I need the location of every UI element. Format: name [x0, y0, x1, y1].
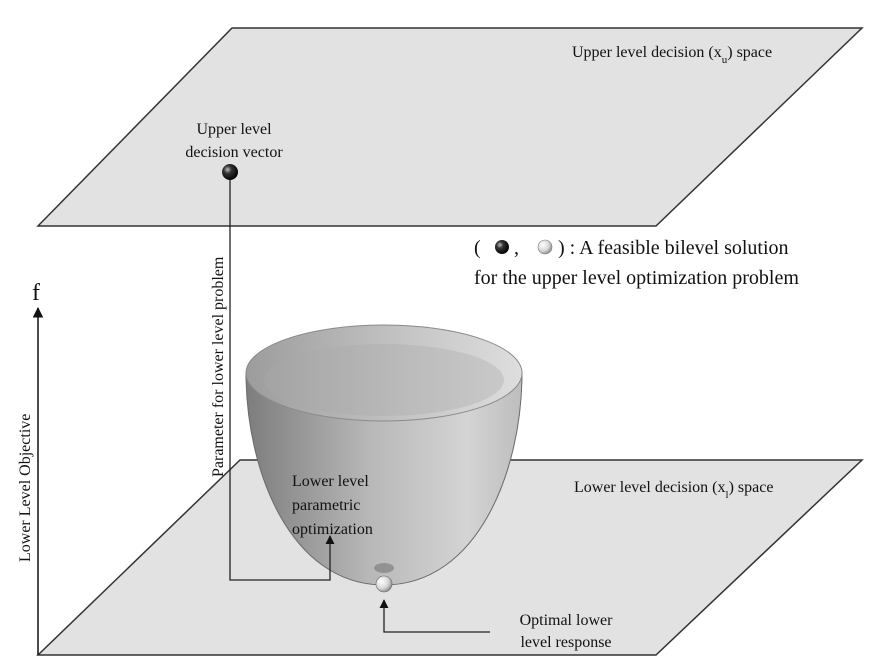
response-label-line1: Optimal lower	[520, 612, 614, 629]
response-label-line2: level response	[520, 634, 611, 651]
legend-line2: for the upper level optimization problem	[474, 267, 799, 289]
legend-dark-sphere-icon	[495, 240, 509, 254]
legend-comma: ,	[514, 237, 519, 259]
upper-vector-label-line2: decision vector	[185, 144, 283, 161]
upper-plane-title: Upper level decision (xu) space	[572, 44, 772, 66]
dark-sphere-icon	[222, 164, 238, 180]
bowl-label-line2: parametric	[292, 497, 360, 514]
legend-light-sphere-icon	[537, 239, 553, 255]
lower-level-bowl	[245, 324, 523, 586]
bowl-label-line1: Lower level	[292, 473, 369, 490]
lower-plane-title: Lower level decision (xl) space	[574, 479, 773, 501]
response-connector	[379, 599, 490, 633]
upper-vector-label-line1: Upper level	[196, 121, 272, 138]
legend-line1: ) : A feasible bilevel solution	[558, 237, 789, 259]
legend: ( , ) : A feasible bilevel solution for …	[474, 237, 799, 289]
upper-decision-plane	[36, 27, 864, 227]
f-axis-label: f	[32, 280, 40, 306]
legend-open-paren: (	[474, 237, 481, 259]
bowl-label-line3: optimization	[292, 521, 373, 538]
objective-axis-label: Lower Level Objective	[17, 414, 34, 562]
parameter-label: Parameter for lower level problem	[210, 256, 227, 477]
light-sphere-icon	[375, 575, 393, 593]
parameter-connector	[229, 172, 335, 581]
